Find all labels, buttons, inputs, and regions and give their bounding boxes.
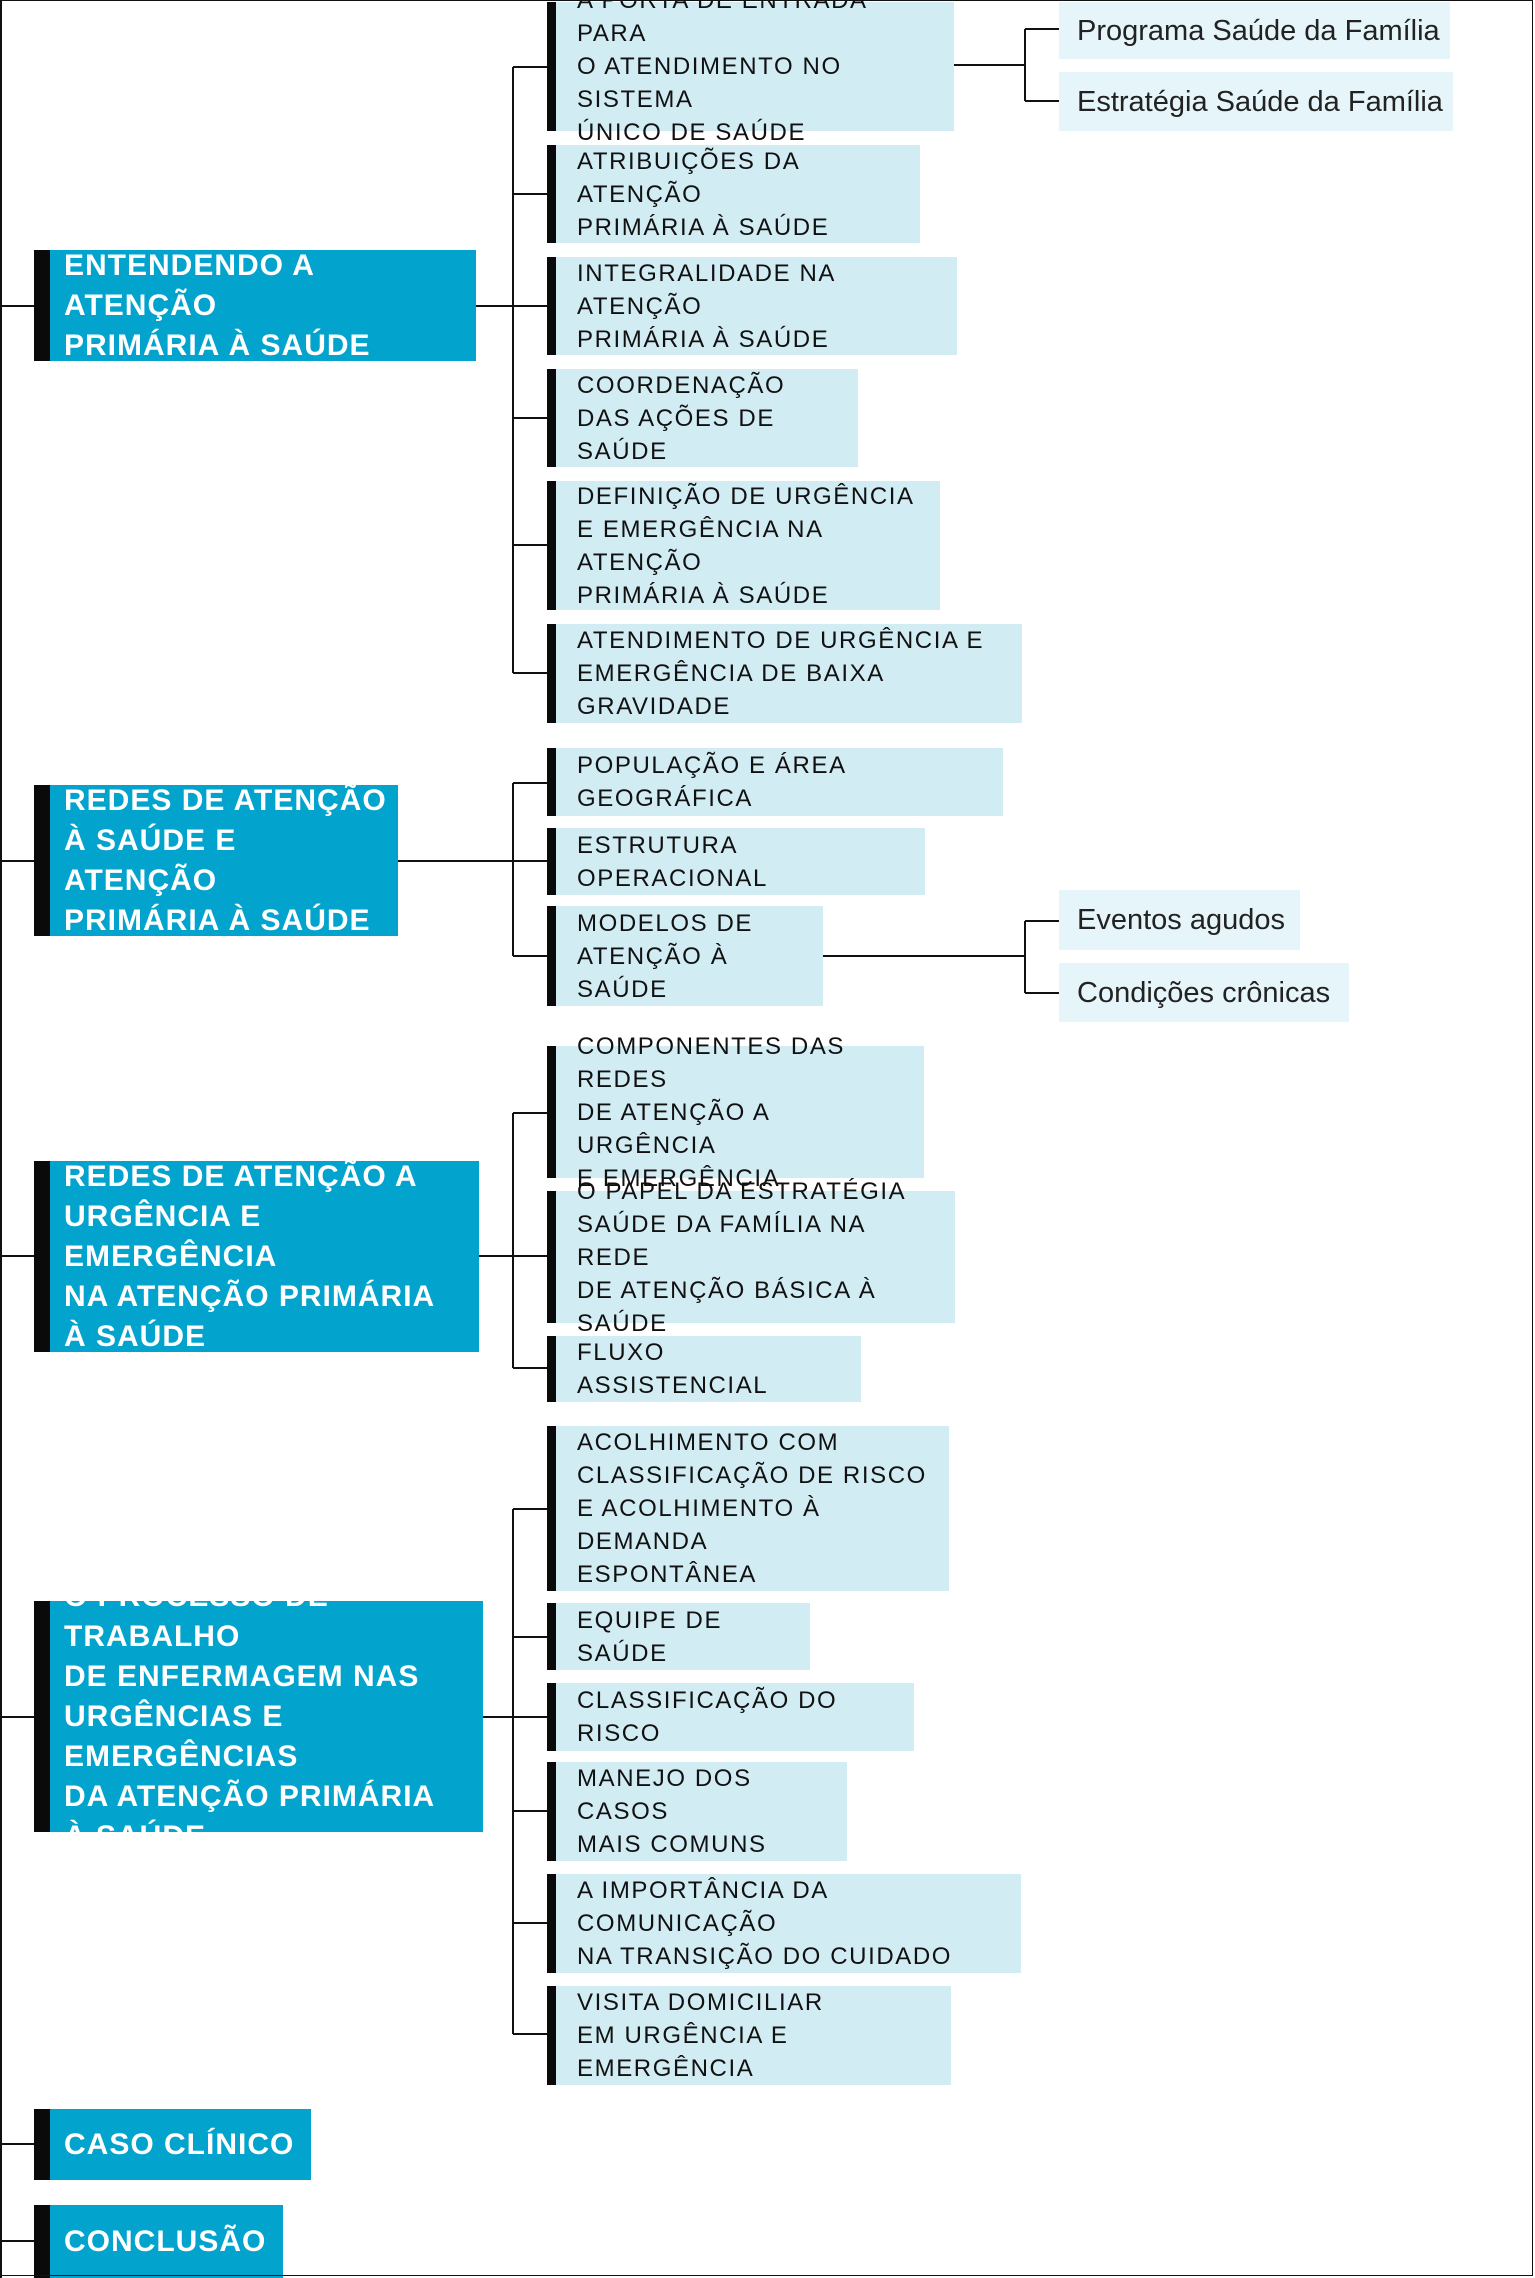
- topic-label: A IMPORTÂNCIA DA COMUNICAÇÃO NA TRANSIÇÃ…: [577, 1877, 953, 1970]
- topic-box: ESTRUTURA OPERACIONAL: [547, 828, 925, 895]
- section-box: CONCLUSÃO: [34, 2205, 283, 2278]
- topic-label: A PORTA DE ENTRADA PARA O ATENDIMENTO NO…: [577, 0, 867, 146]
- topic-label: CLASSIFICAÇÃO DO RISCO: [577, 1687, 838, 1747]
- section-label: O PROCESSO DE TRABALHO DE ENFERMAGEM NAS…: [64, 1579, 436, 1853]
- section-box: REDES DE ATENÇÃO A URGÊNCIA E EMERGÊNCIA…: [34, 1160, 479, 1353]
- topic-box: COMPONENTES DAS REDES DE ATENÇÃO A URGÊN…: [547, 1033, 924, 1192]
- topic-box: COORDENAÇÃO DAS AÇÕES DE SAÚDE: [547, 369, 858, 467]
- section-label: CONCLUSÃO: [64, 2224, 267, 2258]
- topic-label: ESTRUTURA OPERACIONAL: [577, 831, 768, 892]
- topic-box: INTEGRALIDADE NA ATENÇÃO PRIMÁRIA À SAÚD…: [547, 257, 957, 355]
- topic-label: MODELOS DE ATENÇÃO À SAÚDE: [577, 909, 754, 1003]
- subtopic-box: Eventos agudos: [1059, 890, 1300, 950]
- section-label: ENTENDENDO A ATENÇÃO PRIMÁRIA À SAÚDE: [64, 248, 371, 362]
- topic-box: A IMPORTÂNCIA DA COMUNICAÇÃO NA TRANSIÇÃ…: [547, 1874, 1021, 1973]
- section-label: REDES DE ATENÇÃO À SAÚDE E ATENÇÃO PRIMÁ…: [64, 783, 387, 937]
- topic-label: POPULAÇÃO E ÁREA GEOGRÁFICA: [577, 752, 846, 812]
- section-box: ENTENDENDO A ATENÇÃO PRIMÁRIA À SAÚDE: [34, 249, 476, 362]
- subtopic-box: Programa Saúde da Família: [1059, 2, 1450, 59]
- topic-box: A PORTA DE ENTRADA PARA O ATENDIMENTO NO…: [547, 0, 954, 146]
- topic-box: ATENDIMENTO DE URGÊNCIA E EMERGÊNCIA DE …: [547, 624, 1022, 723]
- section-box: CASO CLÍNICO: [34, 2109, 311, 2180]
- topic-label: ATRIBUIÇÕES DA ATENÇÃO PRIMÁRIA À SAÚDE: [577, 147, 830, 241]
- topic-label: FLUXO ASSISTENCIAL: [577, 1339, 769, 1399]
- topic-box: EQUIPE DE SAÚDE: [547, 1603, 810, 1670]
- topic-label: O PAPEL DA ESTRATÉGIA SAÚDE DA FAMÍLIA N…: [577, 1177, 907, 1337]
- subtopic-label: Eventos agudos: [1077, 904, 1285, 936]
- topic-box: VISITA DOMICILIAR EM URGÊNCIA E EMERGÊNC…: [547, 1986, 951, 2085]
- topic-label: ATENDIMENTO DE URGÊNCIA E EMERGÊNCIA DE …: [577, 627, 985, 720]
- topic-label: ACOLHIMENTO COM CLASSIFICAÇÃO DE RISCO E…: [577, 1429, 927, 1588]
- topic-label: COMPONENTES DAS REDES DE ATENÇÃO A URGÊN…: [577, 1032, 846, 1192]
- subtopic-label: Programa Saúde da Família: [1077, 14, 1440, 47]
- topic-label: COORDENAÇÃO DAS AÇÕES DE SAÚDE: [577, 371, 786, 465]
- section-label: CASO CLÍNICO: [64, 2127, 295, 2161]
- topic-box: POPULAÇÃO E ÁREA GEOGRÁFICA: [547, 748, 1003, 816]
- section-label: REDES DE ATENÇÃO A URGÊNCIA E EMERGÊNCIA…: [64, 1159, 436, 1353]
- topic-box: MANEJO DOS CASOS MAIS COMUNS: [547, 1762, 847, 1861]
- subtopic-label: Estratégia Saúde da Família: [1077, 85, 1443, 118]
- topic-box: ACOLHIMENTO COM CLASSIFICAÇÃO DE RISCO E…: [547, 1426, 949, 1591]
- topic-box: O PAPEL DA ESTRATÉGIA SAÚDE DA FAMÍLIA N…: [547, 1178, 955, 1337]
- subtopic-box: Estratégia Saúde da Família: [1059, 72, 1453, 131]
- topic-label: DEFINIÇÃO DE URGÊNCIA E EMERGÊNCIA NA AT…: [577, 482, 915, 609]
- subtopic-label: Condições crônicas: [1077, 976, 1331, 1009]
- topic-box: DEFINIÇÃO DE URGÊNCIA E EMERGÊNCIA NA AT…: [547, 481, 940, 610]
- topic-label: INTEGRALIDADE NA ATENÇÃO PRIMÁRIA À SAÚD…: [577, 259, 835, 353]
- topic-box: FLUXO ASSISTENCIAL: [547, 1336, 861, 1402]
- topic-box: CLASSIFICAÇÃO DO RISCO: [547, 1683, 914, 1751]
- topic-box: MODELOS DE ATENÇÃO À SAÚDE: [547, 906, 823, 1006]
- section-box: O PROCESSO DE TRABALHO DE ENFERMAGEM NAS…: [34, 1580, 483, 1853]
- topic-box: ATRIBUIÇÕES DA ATENÇÃO PRIMÁRIA À SAÚDE: [547, 145, 920, 243]
- subtopic-box: Condições crônicas: [1059, 963, 1349, 1022]
- topic-label: EQUIPE DE SAÚDE: [577, 1606, 723, 1667]
- section-box: REDES DE ATENÇÃO À SAÚDE E ATENÇÃO PRIMÁ…: [34, 784, 398, 937]
- topic-label: MANEJO DOS CASOS MAIS COMUNS: [577, 1765, 767, 1858]
- topic-label: VISITA DOMICILIAR EM URGÊNCIA E EMERGÊNC…: [577, 1989, 824, 2082]
